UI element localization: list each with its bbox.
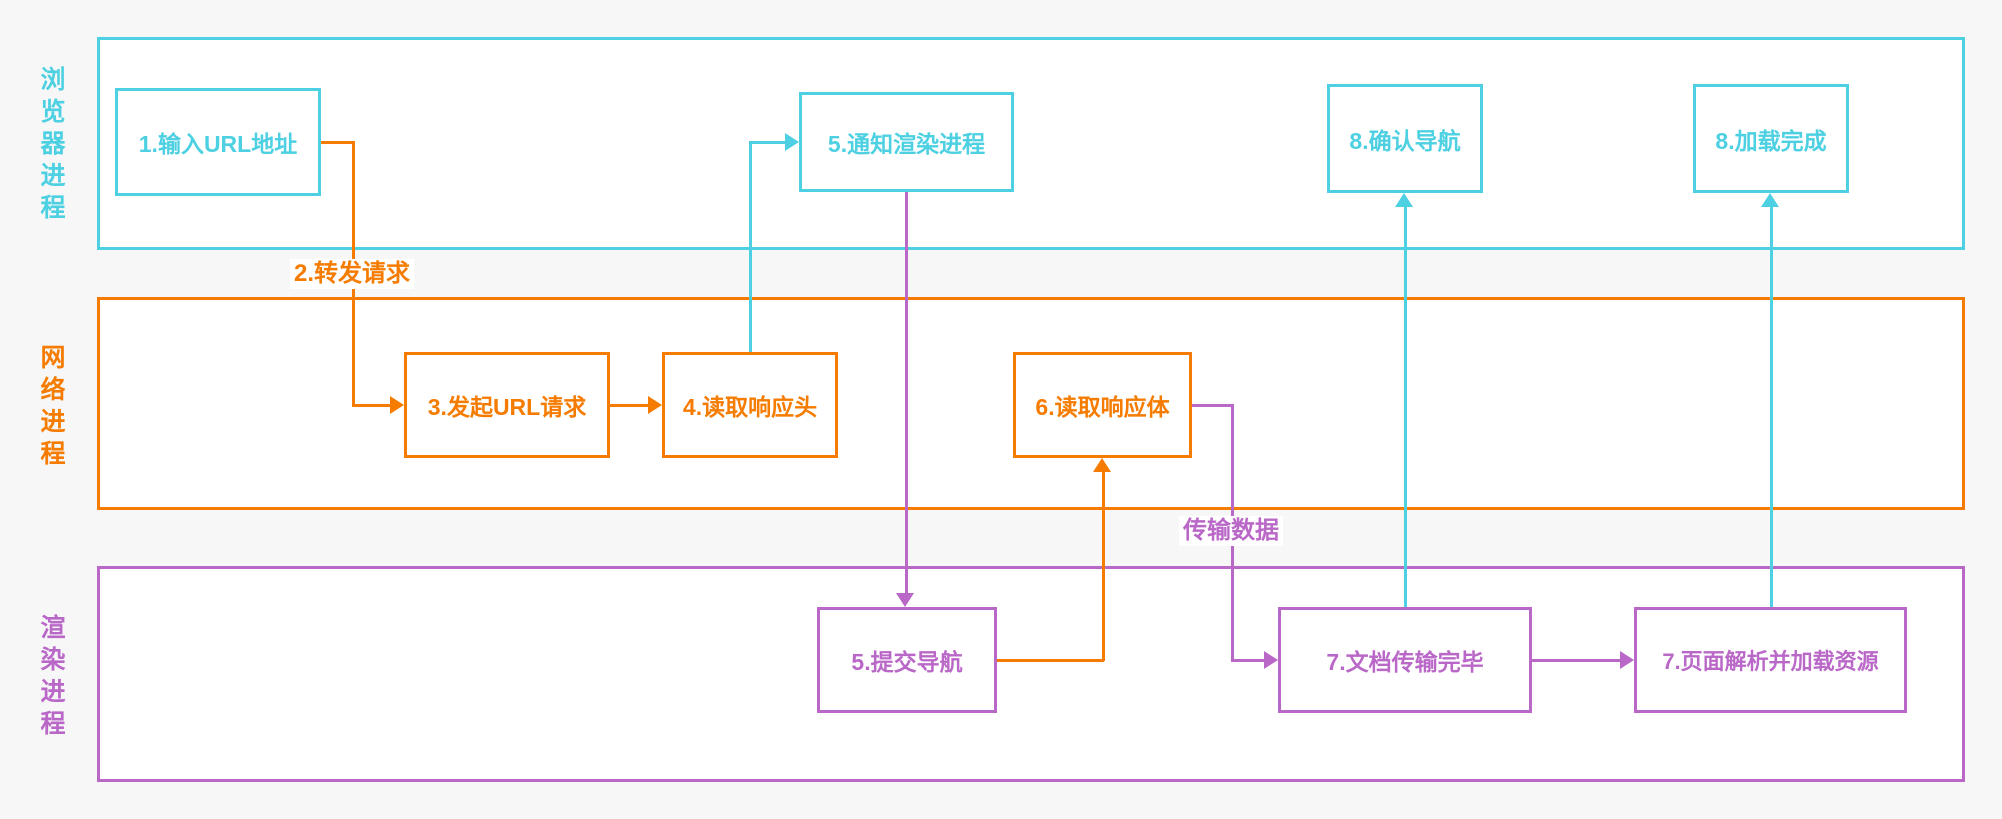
node-notify-render: 5.通知渲染进程 [799, 92, 1014, 192]
edge-commit-to-body-arrowhead [1093, 458, 1111, 472]
edge-header-to-notify-segment [748, 140, 787, 144]
edge-label-transfer-data: 传输数据 [1179, 516, 1283, 546]
node-commit-nav-label: 5.提交导航 [851, 649, 963, 675]
node-parse-and-load: 7.页面解析并加载资源 [1634, 607, 1907, 713]
node-parse-and-load-label: 7.页面解析并加载资源 [1662, 649, 1879, 674]
node-start-url-request: 3.发起URL请求 [404, 352, 610, 458]
node-commit-nav: 5.提交导航 [817, 607, 997, 713]
edge-notify-to-commit-segment [904, 192, 908, 594]
lane-render-label: 渲染进程 [37, 614, 65, 742]
edge-forward-request-arrowhead [390, 396, 404, 414]
node-confirm-nav-label: 8.确认导航 [1349, 127, 1461, 154]
node-input-url: 1.输入URL地址 [115, 88, 321, 196]
edge-request-to-header-arrowhead [648, 396, 662, 414]
edge-commit-to-body-segment [1101, 470, 1105, 661]
edge-header-to-notify-arrowhead [785, 133, 799, 151]
node-doc-transfer-done-label: 7.文档传输完毕 [1326, 649, 1484, 675]
edge-commit-to-body-segment [997, 658, 1104, 662]
node-notify-render-label: 5.通知渲染进程 [827, 131, 986, 157]
edge-transfer-data-arrowhead [1264, 651, 1278, 669]
edge-label-forward-request: 2.转发请求 [290, 259, 415, 289]
edge-forward-request-segment [351, 403, 391, 407]
node-read-response-body: 6.读取响应体 [1013, 352, 1192, 458]
edge-request-to-header-segment [610, 403, 650, 407]
node-load-complete: 8.加载完成 [1693, 84, 1849, 193]
edge-done-to-parse-arrowhead [1620, 651, 1634, 669]
lane-network-label: 网络进程 [37, 344, 65, 472]
lane-browser-label: 浏览器进程 [37, 66, 65, 226]
edge-transfer-data-segment [1230, 658, 1265, 662]
edge-parse-to-complete-segment [1769, 205, 1773, 607]
edge-parse-to-complete-arrowhead [1761, 193, 1779, 207]
node-confirm-nav: 8.确认导航 [1327, 84, 1483, 193]
lane-browser-process [97, 37, 1965, 250]
node-doc-transfer-done: 7.文档传输完毕 [1278, 607, 1532, 713]
edge-notify-to-commit-arrowhead [896, 593, 914, 607]
node-read-response-header: 4.读取响应头 [662, 352, 838, 458]
edge-done-to-parse-segment [1532, 658, 1622, 662]
edge-transfer-data-segment [1192, 403, 1233, 407]
node-load-complete-label: 8.加载完成 [1715, 127, 1827, 154]
node-read-response-header-label: 4.读取响应头 [682, 394, 818, 420]
node-input-url-label: 1.输入URL地址 [138, 131, 298, 157]
edge-done-to-confirm-segment [1403, 205, 1407, 607]
edge-header-to-notify-segment [748, 140, 752, 354]
edge-done-to-confirm-arrowhead [1395, 193, 1413, 207]
edge-forward-request-segment [320, 140, 354, 144]
node-read-response-body-label: 6.读取响应体 [1035, 394, 1170, 420]
node-start-url-request-label: 3.发起URL请求 [427, 394, 587, 420]
